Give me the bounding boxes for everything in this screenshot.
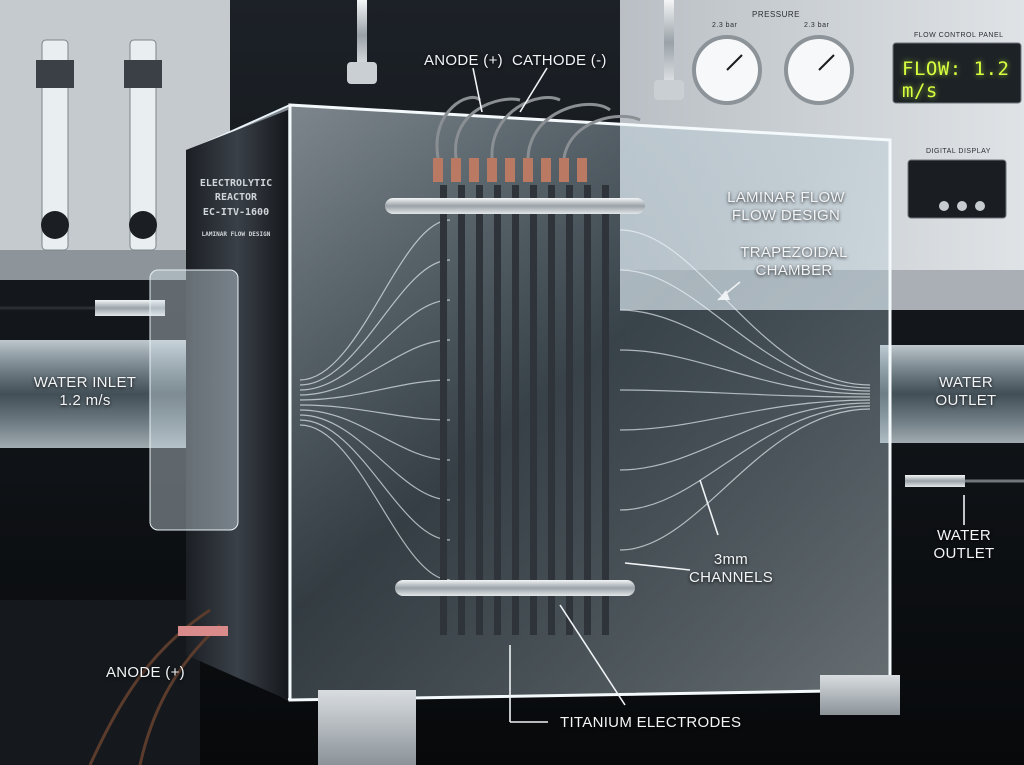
leader-lines [472, 67, 965, 723]
digital-display-frame [907, 159, 1007, 219]
foot-right [820, 675, 900, 715]
label-outlet-line1: WATER [939, 374, 993, 391]
laminar-flow-lines-right [619, 229, 871, 551]
label-outlet-low-line2: OUTLET [933, 545, 995, 562]
label-laminar-line1: LAMINAR FLOW [727, 189, 845, 206]
laminar-flow-lines-left [299, 219, 451, 581]
label-anode-bottom: ANODE (+) [106, 664, 185, 681]
label-outlet-low-line1: WATER [937, 527, 991, 544]
plate-line-2: REACTOR [214, 192, 258, 203]
label-inlet-line1: WATER INLET [33, 374, 137, 391]
plate-line-1: ELECTROLYTIC [199, 178, 273, 189]
label-titanium-electrodes: TITANIUM ELECTRODES [560, 714, 742, 731]
label-trapezoidal-line1: TRAPEZOIDAL [740, 244, 848, 261]
flowmeter-left-2 [124, 39, 162, 251]
pressure-title: PRESSURE [752, 10, 801, 19]
plate-line-3: EC-ITV-1600 [202, 207, 270, 218]
label-anode-top: ANODE (+) [424, 52, 503, 69]
outlet-tube [880, 345, 1024, 443]
electrode-terminals [433, 158, 587, 182]
label-inlet-line2: 1.2 m/s [59, 392, 111, 409]
flow-lcd-frame [892, 42, 1022, 104]
flowmeter-left-1 [36, 39, 74, 251]
gauge-left-label: 2.3 bar [712, 22, 738, 29]
top-tie-rod [385, 198, 645, 214]
label-outlet-line2: OUTLET [935, 392, 997, 409]
top-wires [435, 95, 641, 159]
bottom-cables [88, 608, 222, 765]
pressure-gauge-left [692, 35, 762, 105]
label-channels-line1: 3mm [713, 551, 749, 568]
bottom-tie-rod [395, 580, 635, 596]
label-cathode-top: CATHODE (-) [512, 52, 607, 69]
flow-panel-title: FLOW CONTROL PANEL [914, 32, 1004, 39]
label-laminar-line2: FLOW DESIGN [731, 207, 841, 224]
label-channels-line2: CHANNELS [688, 569, 774, 586]
pressure-gauge-right [784, 35, 854, 105]
foot-left [318, 690, 416, 765]
titanium-electrode-stack [440, 185, 609, 635]
digital-display-title: DIGITAL DISPLAY [926, 148, 991, 155]
label-trapezoidal-line2: CHAMBER [755, 262, 833, 279]
end-plate [186, 110, 288, 700]
flow-readout: FLOW: 1.2 m/s [902, 58, 1010, 102]
plate-line-4: LAMINAR FLOW DESIGN [201, 231, 271, 238]
gauge-right-label: 2.3 bar [804, 22, 830, 29]
